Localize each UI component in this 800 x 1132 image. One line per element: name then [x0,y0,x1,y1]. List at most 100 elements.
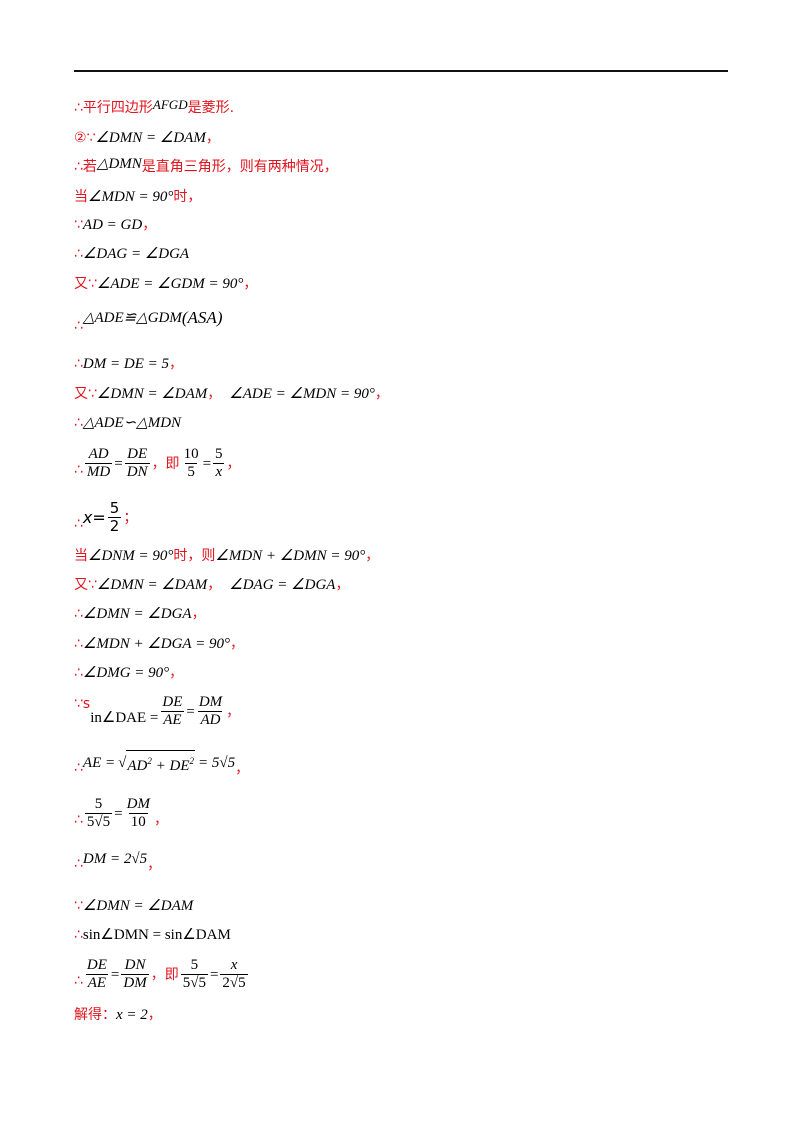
text: 时，则 [173,548,216,564]
line-17: ∴ ∠MDN + ∠DGA = 90° ， [74,634,244,654]
text: ， [153,811,168,828]
text: ， [226,455,241,472]
line-1: ∴平行四边形 AFGD 是菱形. [74,97,234,118]
text: ∴ [74,246,83,262]
math: AFGD [152,97,188,112]
math: ∠DAG = ∠DGA [82,246,190,262]
text: ，即 [151,455,180,472]
math: ∠DAG = ∠DGA [229,577,336,593]
text: 时， [173,189,202,205]
text: ，即 [150,966,179,983]
text: ∴ [74,318,83,334]
text: ∴ [74,927,83,943]
math: ∠MDN + ∠DGA = 90° [82,636,230,652]
math: sin∠DMN = sin∠DAM [82,927,231,943]
math: DM = 2√5 [82,851,148,867]
math: DM = DE = 5 [82,356,169,372]
math: (ASA) [181,308,223,327]
text: ， [207,577,222,593]
text: ， [243,276,258,292]
math: AD = GD [82,217,143,233]
line-2: ②∵ ∠DMN = ∠DAM ， [74,128,220,148]
text: ， [207,386,222,402]
text: 又∵ [74,276,97,292]
equals: = [202,455,212,472]
text: ， [147,1007,162,1023]
text: ， [191,606,206,622]
text: ∴ [74,636,83,652]
text: ∴ [74,356,83,372]
math: ∠ADE = ∠MDN = 90° [229,386,375,402]
text: 又∵ [74,577,97,593]
text: ∵ [74,217,83,233]
text: ∵ [74,898,83,914]
text: ， [335,577,350,593]
text: ， [205,130,220,146]
line-23: ∵ ∠DMN = ∠DAM [74,896,193,916]
text: ， [169,356,183,372]
text: ∴ [74,760,83,776]
text: ∴ [74,606,83,622]
line-24: ∴ sin∠DMN = sin∠DAM [74,925,231,945]
text: ∴若 [74,159,97,175]
text: 平行四边形 [82,100,153,116]
line-3: ∴若 △DMN 是直角三角形，则有两种情况， [74,156,338,177]
math: ∠DMN = ∠DGA [82,606,192,622]
math: ∠MDN + ∠DMN = 90° [215,548,366,564]
line-20: ∴ AE = √AD2 + DE2 = 5√5 ， [74,750,250,777]
text: ； [123,509,138,526]
text: ， [169,665,184,681]
math: AE = [82,755,116,771]
line-18: ∴ ∠DMG = 90° ， [74,663,183,683]
math: ∠DMN = ∠DAM [96,577,208,593]
text: ∴ [74,811,83,828]
text: ， [142,217,157,233]
text: ， [226,703,241,720]
text: ∴ [74,972,83,989]
math: ∠MDN = 90° [88,189,174,205]
text: 当 [74,548,88,564]
math: ∠DMN = ∠DAM [82,898,194,914]
math: ∠DMG = 90° [82,665,170,681]
text: 当 [74,189,88,205]
text: ， [147,857,162,873]
equals: = [114,805,123,822]
line-26: 解得： x = 2 ， [74,1005,162,1025]
math: ∠DNM = 90° [88,548,174,564]
text: 又∵ [74,386,97,402]
math: = 5√5 [197,755,236,771]
text: ， [235,761,250,777]
line-9: ∴ DM = DE = 5 ， [74,354,183,374]
text: ∴ [74,415,83,431]
math: in∠DAE = [90,709,159,726]
text: ， [374,386,389,402]
math: △ADE≌△GDM [82,310,182,326]
text: ， [229,636,244,652]
math: △DMN [96,156,142,172]
math: x = 2 [116,1007,148,1023]
math: x= [82,507,106,527]
line-5: ∵ AD = GD ， [74,215,156,235]
equals: = [110,966,120,983]
radicand: AD2 + DE2 [126,750,195,776]
text: ∴ [74,856,83,872]
line-10: 又∵ ∠DMN = ∠DAM ， ∠ADE = ∠MDN = 90° ， [74,384,389,404]
text: 解得： [74,1007,116,1023]
line-14: 当 ∠DNM = 90° 时，则 ∠MDN + ∠DMN = 90° ， [74,546,379,566]
math: ∠DMN = ∠DAM [95,130,206,146]
